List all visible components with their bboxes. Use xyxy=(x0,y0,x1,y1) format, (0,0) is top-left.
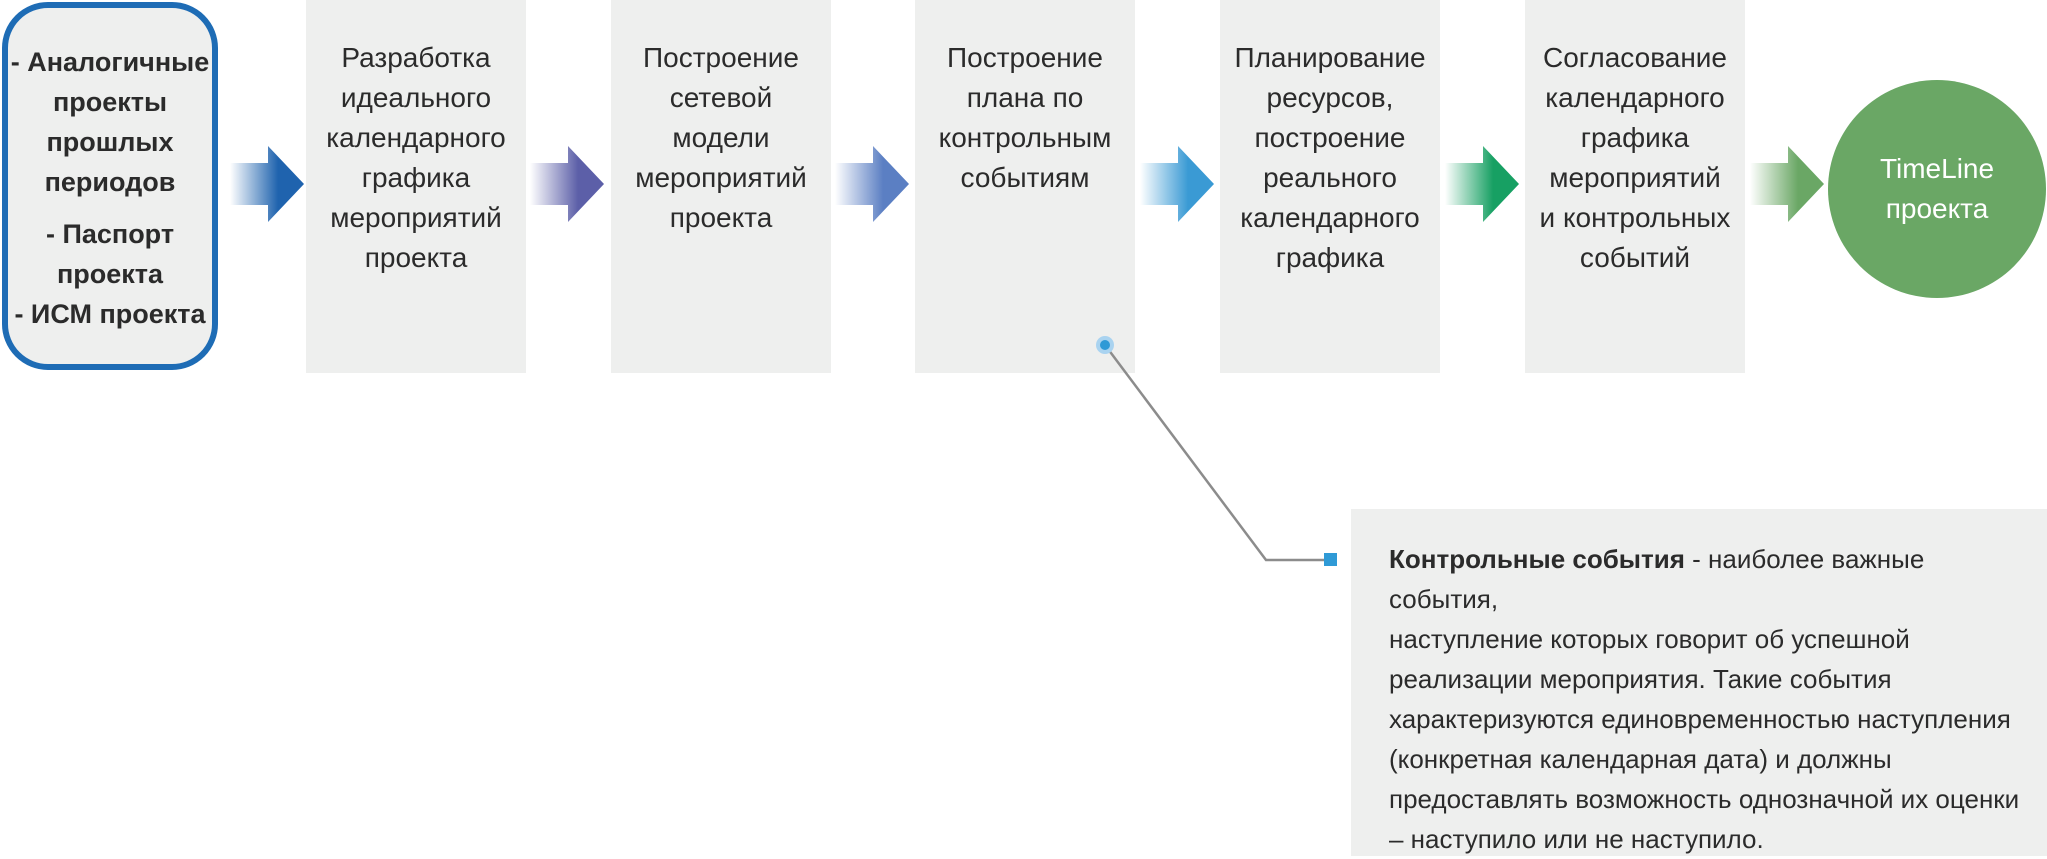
step-1-line: проекта xyxy=(364,242,468,273)
step-4-line: Планирование xyxy=(1234,42,1426,73)
step-1-line: календарного xyxy=(326,122,506,153)
step-1-line: Разработка xyxy=(341,42,491,73)
inputs-line: прошлых xyxy=(46,127,174,157)
result-line: TimeLine xyxy=(1879,153,1995,184)
flow-arrow-1-icon xyxy=(230,146,304,222)
callout-line xyxy=(1103,344,1328,562)
step-2-line: сетевой xyxy=(669,82,773,113)
step-5-line: событий xyxy=(1579,242,1691,273)
note-text: - наиболее важные события, xyxy=(1389,544,1925,614)
step-3-line: контрольным xyxy=(938,122,1112,153)
inputs-line: проекта xyxy=(56,259,164,289)
note-line: предоставлять возможность однозначной их… xyxy=(1389,784,2020,814)
note-line: – наступило или не наступило. xyxy=(1389,824,1764,854)
note-line: (конкретная календарная дата) и должны xyxy=(1389,744,1892,774)
inputs-line: - Аналогичные xyxy=(10,47,210,77)
flow-arrow-2-icon xyxy=(530,146,604,222)
flow-arrow-6-icon xyxy=(1750,146,1824,222)
step-box-5: Согласование календарного графика меропр… xyxy=(1525,0,1745,373)
step-3-line: событиям xyxy=(960,162,1090,193)
step-2-line: модели xyxy=(672,122,770,153)
note-line: реализации мероприятия. Такие события xyxy=(1389,664,1892,694)
step-5-line: календарного xyxy=(1545,82,1725,113)
step-box-2: Построение сетевой модели мероприятий пр… xyxy=(611,0,831,373)
flow-arrow-3-icon xyxy=(835,146,909,222)
step-1-line: мероприятий xyxy=(330,202,502,233)
note-term: Контрольные события xyxy=(1389,544,1685,574)
inputs-line: - ИСМ проекта xyxy=(14,299,206,329)
note-line: характеризуются единовременностью наступ… xyxy=(1389,704,2011,734)
inputs-line: периодов xyxy=(44,167,176,197)
step-4-line: построение xyxy=(1254,122,1406,153)
step-1-line: графика xyxy=(361,162,471,193)
step-2-line: мероприятий xyxy=(635,162,807,193)
step-5-line: мероприятий xyxy=(1549,162,1721,193)
flow-arrow-4-icon xyxy=(1140,146,1214,222)
step-5-line: Согласование xyxy=(1543,42,1727,73)
note-line-1: Контрольные события - наиболее важные со… xyxy=(1389,539,2027,619)
step-2-line: проекта xyxy=(669,202,773,233)
step-4-line: ресурсов, xyxy=(1266,82,1394,113)
inputs-line: - Паспорт xyxy=(45,219,175,249)
step-4-line: реального xyxy=(1263,162,1397,193)
definition-note: Контрольные события - наиболее важные со… xyxy=(1351,509,2047,856)
result-circle: TimeLine проекта xyxy=(1828,80,2046,298)
step-2-line: Построение xyxy=(643,42,799,73)
flow-arrow-5-icon xyxy=(1445,146,1519,222)
inputs-line: проекты xyxy=(52,87,168,117)
step-4-line: графика xyxy=(1275,242,1385,273)
inputs-box: - Аналогичные проекты прошлых периодов -… xyxy=(2,2,218,370)
step-4-line: календарного xyxy=(1240,202,1420,233)
step-box-1: Разработка идеального календарного графи… xyxy=(306,0,526,373)
callout-end-marker xyxy=(1324,553,1337,566)
step-5-line: и контрольных xyxy=(1539,202,1731,233)
step-box-4: Планирование ресурсов, построение реальн… xyxy=(1220,0,1440,373)
note-line: наступление которых говорит об успешной xyxy=(1389,624,1910,654)
step-box-3: Построение плана по контрольным событиям xyxy=(915,0,1135,373)
step-3-line: плана по xyxy=(966,82,1084,113)
step-1-line: идеального xyxy=(340,82,492,113)
step-5-line: графика xyxy=(1580,122,1690,153)
step-3-line: Построение xyxy=(947,42,1103,73)
result-line: проекта xyxy=(1885,193,1989,224)
